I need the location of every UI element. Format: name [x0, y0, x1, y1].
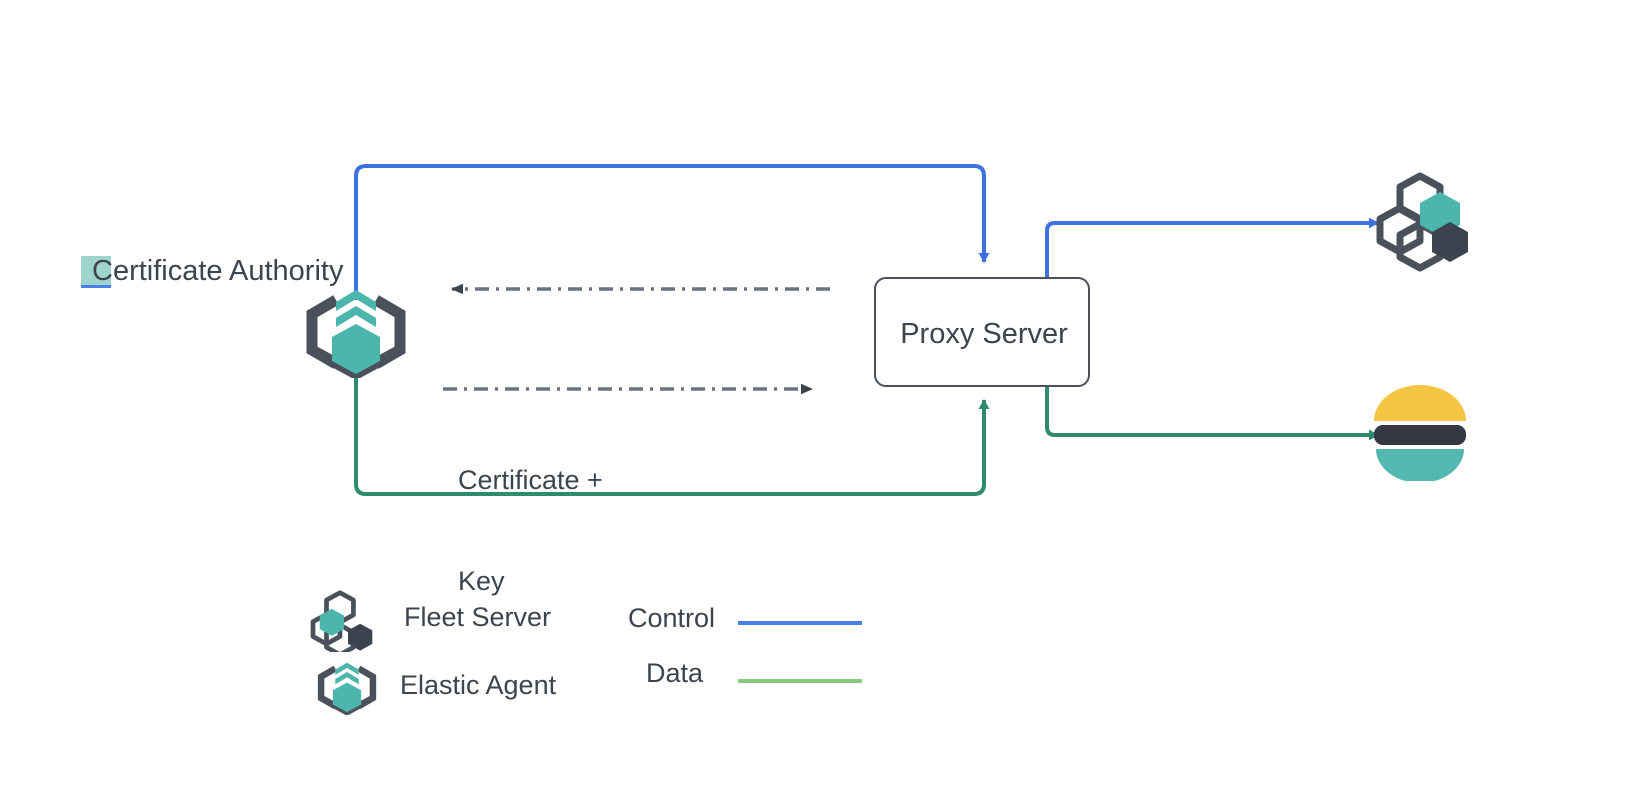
edge-proxy-to-fleet-control: [1045, 217, 1379, 277]
legend-elastic-agent-icon: [317, 662, 377, 715]
certificate-key-line-2: Key: [458, 565, 505, 596]
fleet-server-icon: [1376, 172, 1468, 272]
edge-proxy-to-elasticsearch-data: [1045, 387, 1379, 441]
certificate-key-line-1: Certificate +: [458, 464, 603, 495]
edge-agent-to-proxy-data: [354, 372, 990, 496]
edge-agent-to-proxy-control: [354, 164, 990, 300]
certificate-authority-underline: [81, 285, 111, 288]
certificate-authority-label: Certificate Authority: [92, 255, 344, 287]
proxy-server-label: Proxy Server: [900, 317, 1068, 350]
elasticsearch-icon: [1374, 385, 1466, 481]
legend-line-data: [738, 679, 862, 683]
certificate-authority-highlight: [81, 256, 111, 286]
elastic-agent-icon: [306, 290, 406, 378]
legend-line-control: [738, 621, 862, 625]
legend-fleet-server-icon: [310, 590, 373, 652]
legend-label-data: Data: [646, 658, 704, 688]
legend-label-elastic-agent: Elastic Agent: [400, 670, 557, 700]
proxy-server-node[interactable]: Proxy Server: [874, 277, 1090, 387]
certificate-key-label: Certificate + Key: [458, 396, 668, 666]
legend-label-control: Control: [628, 603, 716, 633]
legend-label-fleet-server: Fleet Server: [404, 602, 552, 632]
